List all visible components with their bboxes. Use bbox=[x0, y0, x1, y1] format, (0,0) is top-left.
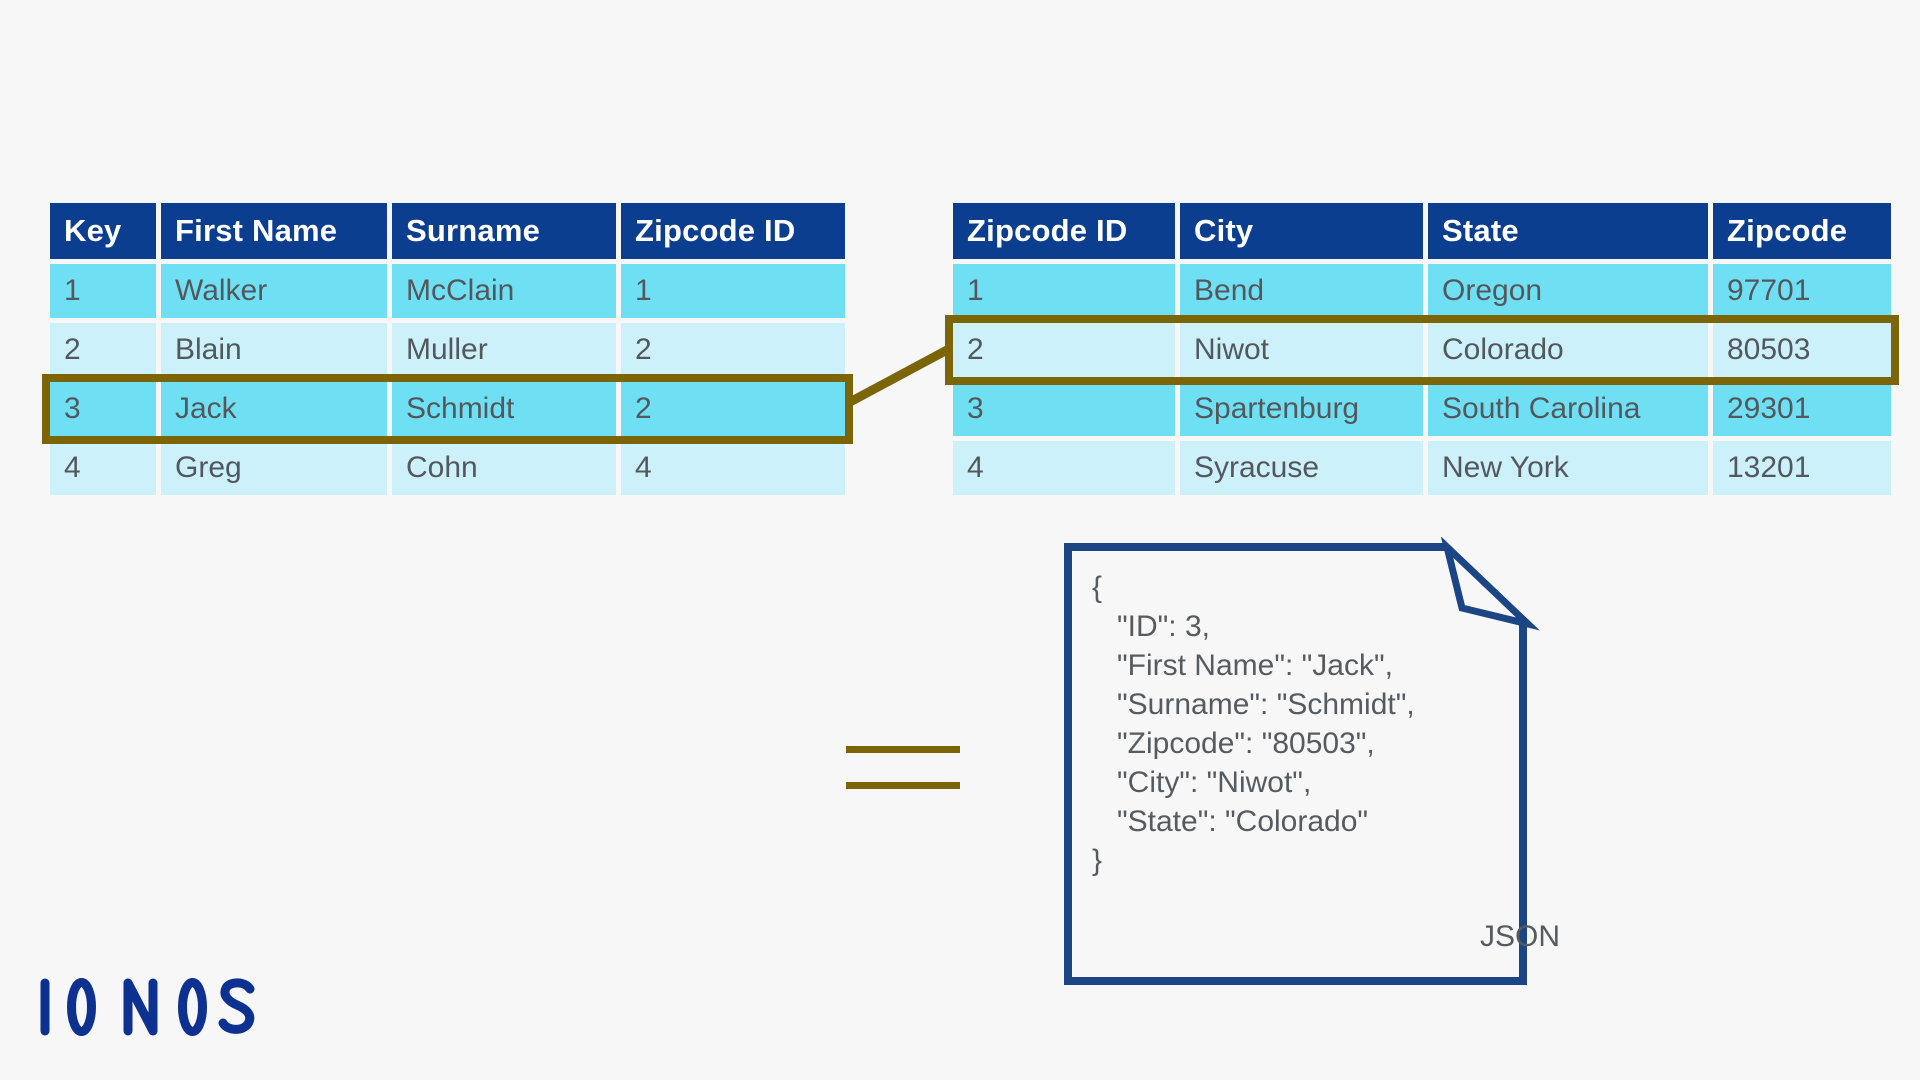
logo-letter-o2 bbox=[178, 978, 207, 1036]
column-header: City bbox=[1180, 203, 1423, 259]
table-cell: 3 bbox=[953, 382, 1175, 436]
highlighted-row-outline-right bbox=[945, 315, 1899, 385]
highlighted-row-outline-left bbox=[42, 374, 853, 444]
table-cell: McClain bbox=[392, 264, 616, 318]
equals-top-bar bbox=[846, 746, 960, 753]
table-cell: 2 bbox=[953, 323, 1175, 377]
column-header: State bbox=[1428, 203, 1708, 259]
table-cell: 2 bbox=[621, 323, 845, 377]
json-format-label: JSON bbox=[1479, 920, 1560, 953]
column-header: Zipcode ID bbox=[953, 203, 1175, 259]
json-code: { "ID": 3, "First Name": "Jack", "Surnam… bbox=[1092, 571, 1415, 877]
table-cell: 1 bbox=[621, 264, 845, 318]
equals-bottom-bar bbox=[846, 782, 960, 789]
column-header: First Name bbox=[161, 203, 387, 259]
table-cell: Syracuse bbox=[1180, 441, 1423, 495]
table-cell: Oregon bbox=[1428, 264, 1708, 318]
table-cell: 29301 bbox=[1713, 382, 1891, 436]
table-cell: 13201 bbox=[1713, 441, 1891, 495]
table-cell: 2 bbox=[621, 382, 845, 436]
table-cell: New York bbox=[1428, 441, 1708, 495]
table-cell: 1 bbox=[50, 264, 156, 318]
join-connector-line bbox=[847, 346, 950, 406]
table-cell: Blain bbox=[161, 323, 387, 377]
document-outline-icon bbox=[1064, 537, 1540, 985]
table-cell: 4 bbox=[953, 441, 1175, 495]
table-cell: Bend bbox=[1180, 264, 1423, 318]
table-cell: 1 bbox=[953, 264, 1175, 318]
table-cell: 80503 bbox=[1713, 323, 1891, 377]
column-header: Surname bbox=[392, 203, 616, 259]
table-cell: 2 bbox=[50, 323, 156, 377]
table-cell: Walker bbox=[161, 264, 387, 318]
logo-letter-o1 bbox=[67, 978, 96, 1036]
table-cell: Muller bbox=[392, 323, 616, 377]
table-cell: Spartenburg bbox=[1180, 382, 1423, 436]
ionos-logo bbox=[40, 978, 255, 1036]
column-header: Zipcode bbox=[1713, 203, 1891, 259]
logo-letter-s bbox=[218, 978, 255, 1034]
table-cell: Greg bbox=[161, 441, 387, 495]
table-cell: 97701 bbox=[1713, 264, 1891, 318]
equals-sign bbox=[846, 746, 960, 789]
table-cell: Cohn bbox=[392, 441, 616, 495]
table-cell: 3 bbox=[50, 382, 156, 436]
json-document: { "ID": 3, "First Name": "Jack", "Surnam… bbox=[1060, 537, 1560, 993]
table-cell: 4 bbox=[621, 441, 845, 495]
table-cell: 4 bbox=[50, 441, 156, 495]
table-cell: Colorado bbox=[1428, 323, 1708, 377]
table-cell: Jack bbox=[161, 382, 387, 436]
table-cell: Schmidt bbox=[392, 382, 616, 436]
logo-letter-n bbox=[123, 978, 158, 1036]
table-cell: Niwot bbox=[1180, 323, 1423, 377]
column-header: Key bbox=[50, 203, 156, 259]
table-cell: South Carolina bbox=[1428, 382, 1708, 436]
dogear-fold-icon bbox=[1440, 537, 1540, 631]
column-header: Zipcode ID bbox=[621, 203, 845, 259]
